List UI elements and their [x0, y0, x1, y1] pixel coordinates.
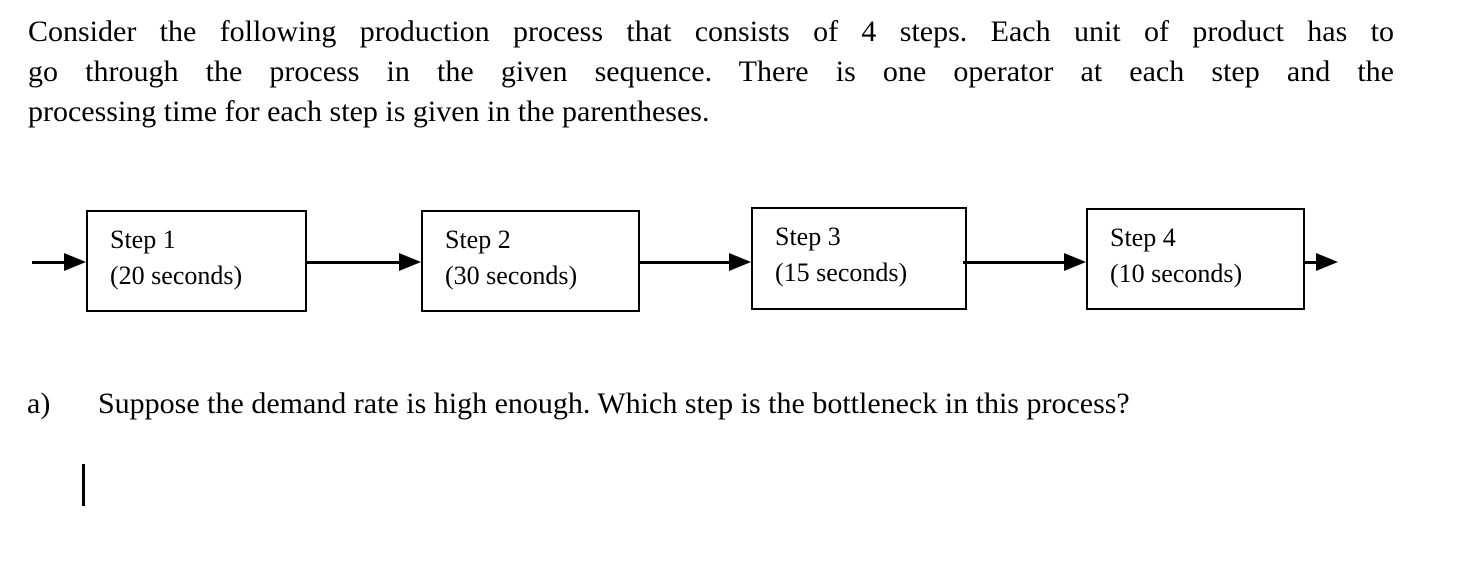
intro-line-1: Consider the following production proces…: [28, 15, 1394, 48]
step-3-box: Step 3 (15 seconds): [751, 207, 967, 310]
step-2-name: Step 2: [445, 225, 511, 254]
arrow-step1-step2-line: [307, 261, 401, 264]
step-4-name: Step 4: [1110, 223, 1176, 252]
step-1-time: (20 seconds): [110, 261, 243, 290]
step-2-time: (30 seconds): [445, 261, 578, 290]
step-1-name: Step 1: [110, 225, 176, 254]
intro-line-3: processing time for each step is given i…: [28, 95, 710, 128]
intro-line-2: go through the process in the given sequ…: [28, 55, 1394, 88]
arrow-step3-step4-line: [963, 261, 1066, 264]
entry-arrow-line: [32, 261, 66, 264]
question-a-label: a): [27, 387, 51, 420]
text-cursor: [82, 464, 85, 506]
exit-arrow-head-icon: [1316, 253, 1338, 271]
answer-input-area[interactable]: [28, 448, 548, 528]
arrow-step2-step3-line: [640, 261, 731, 264]
arrow-step3-step4-head-icon: [1064, 253, 1086, 271]
entry-arrow-head-icon: [64, 253, 86, 271]
intro-paragraph: Consider the following production proces…: [28, 12, 1394, 132]
step-2-box: Step 2 (30 seconds): [421, 210, 640, 312]
step-3-name: Step 3: [775, 222, 841, 251]
question-a: a) Suppose the demand rate is high enoug…: [27, 384, 1427, 424]
arrow-step1-step2-head-icon: [399, 253, 421, 271]
question-a-text: Suppose the demand rate is high enough. …: [98, 387, 1130, 420]
exit-arrow-line: [1305, 261, 1318, 264]
step-4-time: (10 seconds): [1110, 259, 1243, 288]
step-1-box: Step 1 (20 seconds): [86, 210, 307, 312]
step-3-time: (15 seconds): [775, 258, 908, 287]
step-4-box: Step 4 (10 seconds): [1086, 208, 1305, 310]
arrow-step2-step3-head-icon: [729, 253, 751, 271]
